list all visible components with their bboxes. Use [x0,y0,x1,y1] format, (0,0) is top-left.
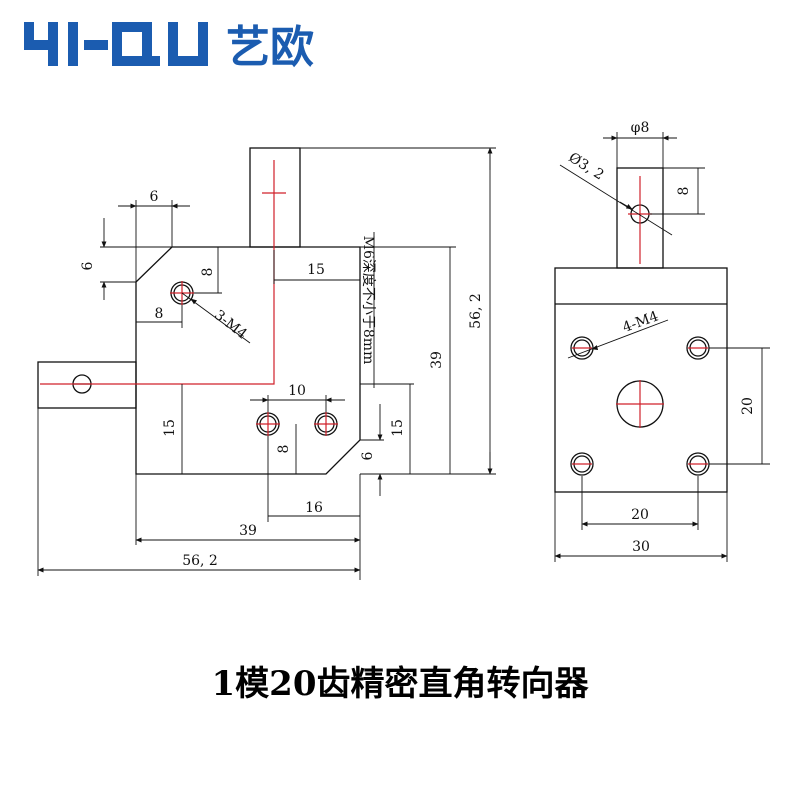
dim-56-2-right: 56, 2 [468,293,484,329]
brand-logo: 艺欧 [24,22,314,73]
dim-56-2-bottom: 56, 2 [182,553,218,569]
dim-15-top: 15 [307,262,325,278]
dim-8-vertical: 8 [200,268,216,277]
technical-drawing: 6 6 8 8 3-M4 15 M6深度不小于8mm 56, 2 39 10 1… [37,120,770,580]
product-caption: 1模20齿精密直角转向器 [211,664,589,704]
dim-20-horizontal: 20 [631,507,649,523]
dim-6-lower: 6 [360,451,376,460]
dim-39-bottom: 39 [239,523,257,539]
dim-30: 30 [632,539,650,555]
front-view [37,147,361,475]
dim-16: 16 [305,500,323,516]
label-3-m4: 3-M4 [211,307,250,342]
dim-8-lower: 8 [276,445,292,454]
side-top-shaft [616,167,664,269]
side-body [554,267,728,493]
label-4-m4: 4-M4 [621,308,661,336]
wordmark-graphic [24,22,208,66]
dim-phi-3-2: Ø3, 2 [566,150,607,184]
brand-chinese: 艺欧 [226,22,314,73]
dim-8-horizontal: 8 [155,306,164,322]
dim-15-right: 15 [390,419,406,437]
hole-m4-3 [570,452,594,476]
dim-10: 10 [288,383,306,399]
note-m6-depth: M6深度不小于8mm [360,236,376,365]
front-body-outline [135,246,361,475]
dim-39-right: 39 [429,351,445,369]
dim-6-top: 6 [150,189,159,205]
side-dimensions [554,132,770,562]
front-center-lines [40,160,338,436]
dim-8-side: 8 [676,187,692,196]
side-center-lines [572,176,708,465]
dim-20-vertical: 20 [740,397,756,415]
left-shaft [37,361,137,409]
top-shaft [249,147,301,248]
dim-phi-8: φ8 [631,120,650,136]
dim-6-left: 6 [80,261,96,270]
front-dimensions [37,147,496,580]
dim-15-left: 15 [162,419,178,437]
